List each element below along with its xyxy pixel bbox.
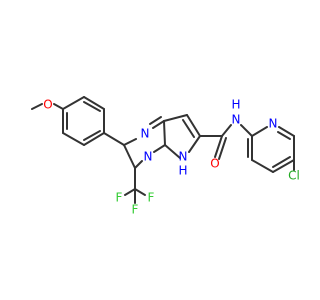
atom-n-bridge: N	[144, 150, 153, 164]
molecule-structure: O N N H N Cl N N H O F F F	[31, 96, 300, 217]
atom-cl: Cl	[288, 169, 300, 183]
bond	[83, 96, 105, 110]
bond	[62, 132, 85, 146]
bond	[103, 132, 125, 146]
bond	[272, 159, 295, 173]
bond	[221, 124, 232, 137]
bond	[123, 144, 136, 169]
bond	[163, 120, 166, 146]
bond	[218, 137, 227, 160]
bond	[134, 188, 146, 196]
bond	[251, 159, 274, 173]
atom-n-amide: N	[232, 113, 241, 127]
bond	[272, 156, 291, 168]
bond	[124, 188, 136, 196]
bond	[62, 96, 85, 110]
bond	[123, 138, 137, 146]
atom-n-pyrazole: N	[179, 150, 188, 164]
bond	[83, 130, 101, 141]
atom-f-left: F	[116, 191, 123, 205]
atom-f-bottom: F	[132, 203, 139, 217]
atom-n-pyridine: N	[269, 117, 278, 131]
bond	[240, 124, 253, 137]
atom-f-right: F	[148, 191, 155, 205]
bond	[277, 131, 291, 140]
bonds	[31, 96, 295, 204]
bond	[83, 101, 101, 112]
bond	[149, 116, 162, 125]
bond	[53, 103, 64, 110]
bond	[188, 135, 201, 153]
bond	[164, 144, 181, 159]
bond	[278, 126, 295, 137]
atom-labels: O N N H N Cl N N H O F F F	[43, 98, 300, 217]
atom-o-carbonyl: O	[210, 157, 219, 171]
atom-h-pyrazole: H	[178, 164, 187, 178]
bond	[251, 126, 268, 137]
bond	[214, 135, 223, 158]
bond	[153, 144, 166, 153]
atom-n-pyrimidine: N	[141, 127, 150, 141]
bond	[163, 114, 188, 122]
atom-h-amide: H	[231, 98, 240, 112]
atom-o-methoxy: O	[43, 98, 52, 112]
bond	[31, 103, 43, 110]
bond	[134, 160, 143, 169]
bond	[186, 114, 201, 137]
bond	[152, 120, 165, 129]
bond	[182, 119, 195, 138]
bond	[83, 132, 105, 146]
